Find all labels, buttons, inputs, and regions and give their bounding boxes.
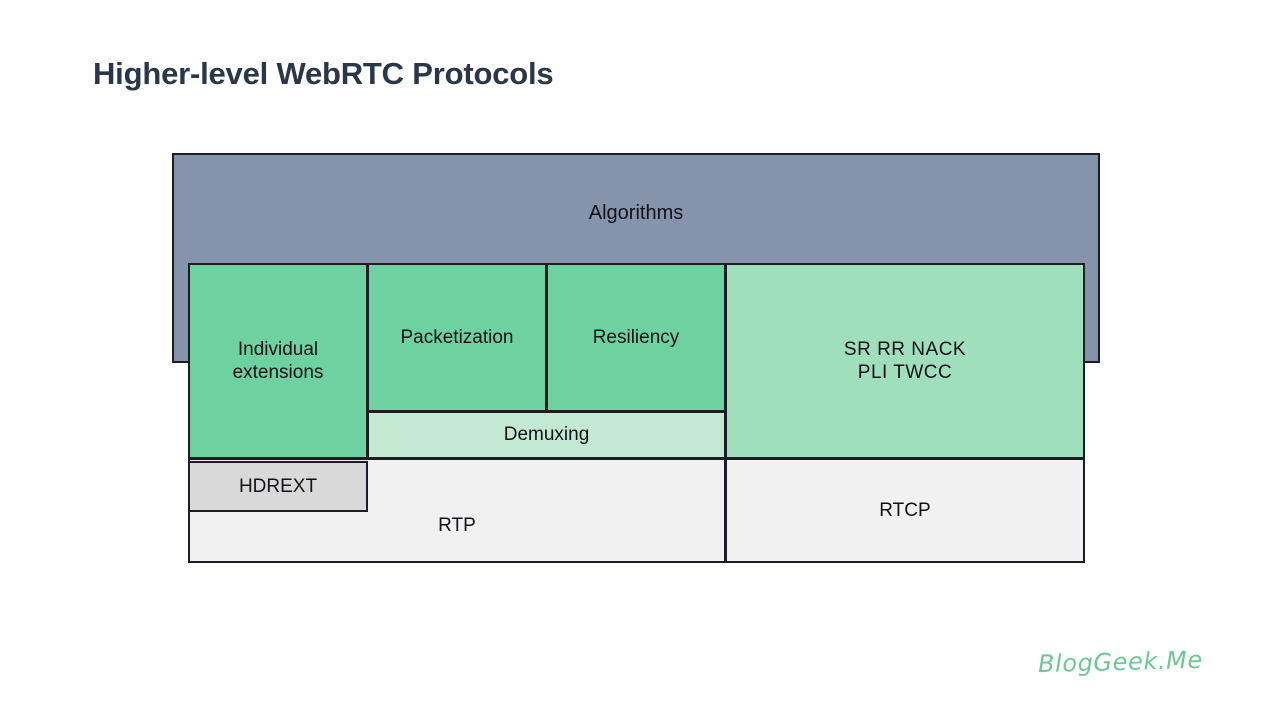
block-rtcp-messages: SR RR NACK PLI TWCC (725, 263, 1085, 459)
block-rtcp-messages-line1: SR RR NACK (843, 338, 967, 360)
block-hdrext: HDREXT (188, 461, 368, 512)
block-individual-extensions-line2: extensions (232, 362, 324, 383)
block-packetization-label: Packetization (400, 326, 514, 348)
block-resiliency: Resiliency (546, 263, 726, 412)
block-rtp-label: RTP (438, 514, 476, 536)
bloggeek-logo: BlogGeek.Me (1037, 645, 1204, 679)
page-title: Higher-level WebRTC Protocols (93, 56, 554, 91)
block-individual-extensions: Individual extensions (188, 263, 368, 459)
block-hdrext-label: HDREXT (238, 475, 318, 497)
block-resiliency-label: Resiliency (592, 326, 680, 348)
block-rtcp-messages-line2: PLI TWCC (857, 362, 953, 383)
block-individual-extensions-label: Individual extensions (233, 338, 324, 384)
block-rtcp-label: RTCP (879, 499, 931, 521)
block-demuxing: Demuxing (367, 411, 726, 459)
block-individual-extensions-line1: Individual (237, 338, 319, 360)
block-demuxing-label: Demuxing (503, 424, 590, 446)
block-rtcp: RTCP (725, 458, 1085, 563)
block-packetization: Packetization (367, 263, 547, 412)
block-algorithms-label: Algorithms (588, 202, 684, 224)
